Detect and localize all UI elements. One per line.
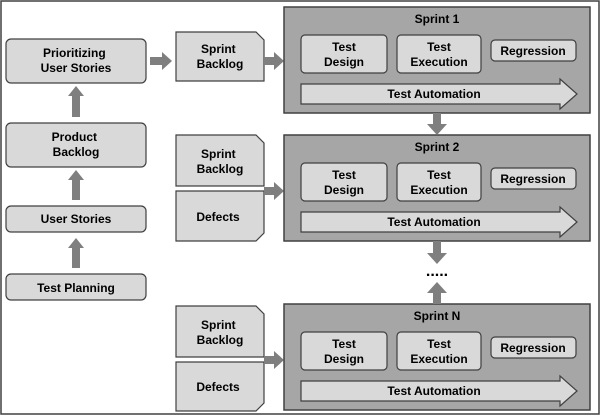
product-backlog-line-2: Backlog [53,145,100,159]
test-automation-arrow-n [300,374,578,408]
test-design-box-1 [300,34,388,74]
ellipsis-separator: ..... [426,263,448,280]
test-execution-box-2 [396,162,482,202]
test-design-line-1-2: Test [332,168,356,182]
regression-box-n [490,336,577,359]
arrow-up-stories-to-backlog [68,170,84,200]
product-backlog-box [5,122,147,168]
test-design-line-2-2: Design [324,183,364,197]
sprint-backlog-n-line-2: Backlog [197,333,244,347]
sprint-title-n: Sprint N [414,309,461,323]
regression-label-n: Regression [500,341,565,355]
sprint-backlog-2-line-1: Sprint [201,147,236,161]
arrow-up-to-sprint-n [427,282,447,304]
test-design-line-1-n: Test [332,337,356,351]
test-design-box-2 [300,162,388,202]
regression-label-1: Regression [500,44,565,58]
sprint-backlog-label-1: Sprint Backlog [197,42,244,71]
test-automation-label-1: Test Automation [387,87,480,101]
test-execution-line-2-n: Execution [410,352,467,366]
arrow-right-backlog-to-sprint-1 [264,52,284,70]
arrow-right-inputs-to-sprint-n [264,351,284,369]
arrow-down-sprint-2-to-ellipsis [427,241,447,264]
arrow-up-backlog-to-prioritizing [68,86,84,117]
sprint-backlog-label-n: Sprint Backlog [197,318,244,347]
sprint-title-2: Sprint 2 [415,140,460,154]
defects-box-n [175,361,265,412]
prioritizing-user-stories-box [5,38,147,84]
defects-label-n: Defects [196,380,240,394]
arrow-right-inputs-to-sprint-2 [264,182,284,200]
user-stories-box [5,205,147,233]
test-automation-label-2: Test Automation [387,215,480,229]
sprint-backlog-1-line-1: Sprint [201,42,236,56]
test-execution-box-n [396,331,482,371]
test-execution-line-2-1: Execution [410,55,467,69]
sprint-backlog-label-2: Sprint Backlog [197,147,244,176]
test-automation-label-n: Test Automation [387,384,480,398]
prioritizing-line-1: Prioritizing [43,46,106,60]
prioritizing-label: Prioritizing User Stories [41,46,112,75]
sprint-title-1: Sprint 1 [415,12,460,26]
prioritizing-line-2: User Stories [41,61,112,75]
test-design-line-2-n: Design [324,352,364,366]
test-design-line-1-1: Test [332,40,356,54]
test-planning-label: Test Planning [37,281,115,295]
regression-box-2 [490,167,577,190]
test-design-line-2-1: Design [324,55,364,69]
sprint-backlog-n-line-1: Sprint [201,318,236,332]
arrow-up-planning-to-stories [68,238,84,268]
sprint-backlog-box-n [175,305,265,358]
test-execution-box-1 [396,34,482,74]
regression-box-1 [490,39,577,62]
sprint-backlog-2-line-2: Backlog [197,162,244,176]
regression-label-2: Regression [500,172,565,186]
sprint-backlog-box-2 [175,134,265,187]
arrow-right-prioritizing-to-sprint-backlog [150,52,172,70]
test-automation-arrow-2 [300,205,578,239]
product-backlog-line-1: Product [52,130,97,144]
test-execution-line-1-n: Test [427,337,451,351]
user-stories-label: User Stories [41,212,112,226]
product-backlog-label: Product Backlog [52,130,101,159]
test-execution-line-2-2: Execution [410,183,467,197]
sprint-backlog-1-line-2: Backlog [197,57,244,71]
arrow-down-sprint-1-to-sprint-2 [427,113,447,135]
defects-label-2: Defects [196,210,240,224]
test-execution-line-1-1: Test [427,40,451,54]
test-design-box-n [300,331,388,371]
defects-box-2 [175,190,265,242]
test-planning-box [5,273,147,301]
test-execution-line-1-2: Test [427,168,451,182]
test-automation-arrow-1 [300,77,578,111]
